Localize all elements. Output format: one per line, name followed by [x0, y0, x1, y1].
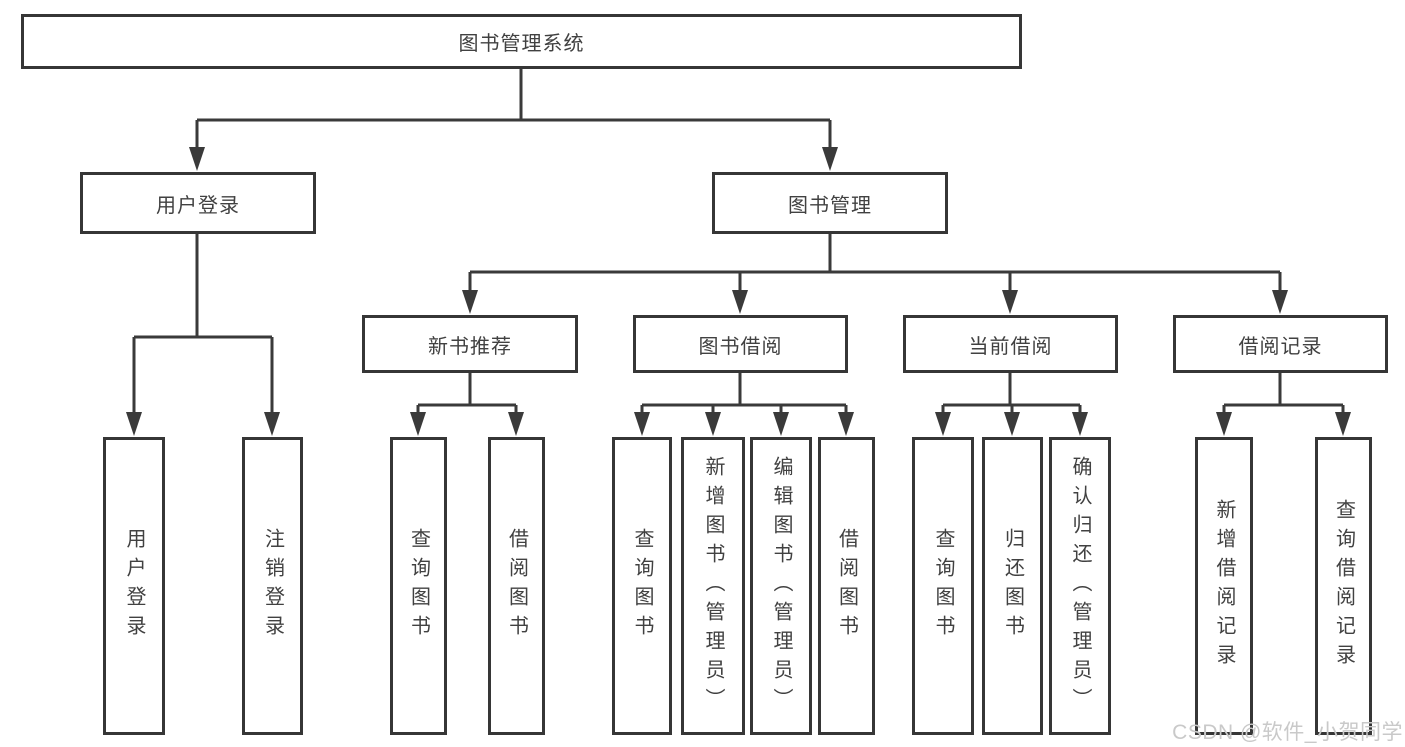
- node-label: 查询图书: [407, 528, 430, 644]
- leaf-borrow-books-recommend: 借阅图书: [488, 437, 545, 735]
- node-label: 用户登录: [123, 528, 145, 644]
- leaf-query-books-current: 查询图书: [912, 437, 974, 735]
- node-label: 新书推荐: [428, 335, 512, 358]
- node-label: 图书管理系统: [458, 33, 585, 55]
- leaf-query-books-borrowing: 查询图书: [612, 437, 672, 735]
- node-label: 用户登录: [156, 194, 240, 217]
- leaf-add-book-admin: 新增图书（管理员）: [681, 437, 745, 735]
- node-user-login: 用户登录: [80, 172, 316, 234]
- leaf-query-books-recommend: 查询图书: [390, 437, 447, 735]
- node-label: 注销登录: [261, 528, 284, 644]
- leaf-add-borrow-record: 新增借阅记录: [1195, 437, 1253, 735]
- node-label: 图书管理: [788, 194, 872, 217]
- node-label: 查询借阅记录: [1332, 499, 1355, 673]
- node-label: 图书借阅: [698, 335, 783, 358]
- node-label: 借阅图书: [505, 528, 528, 644]
- node-new-book-recommendation: 新书推荐: [362, 315, 578, 373]
- node-label: 编辑图书（管理员）: [770, 455, 792, 717]
- node-book-borrowing: 图书借阅: [633, 315, 848, 373]
- node-label: 查询图书: [631, 528, 653, 644]
- node-label: 查询图书: [932, 528, 954, 644]
- node-label: 借阅图书: [835, 528, 858, 644]
- leaf-logout: 注销登录: [242, 437, 303, 735]
- node-label: 确认归还（管理员）: [1069, 455, 1091, 717]
- leaf-edit-book-admin: 编辑图书（管理员）: [750, 437, 812, 735]
- node-library-management-system: 图书管理系统: [21, 14, 1022, 69]
- node-borrowing-records: 借阅记录: [1173, 315, 1388, 373]
- leaf-return-books: 归还图书: [982, 437, 1043, 735]
- node-book-management: 图书管理: [712, 172, 948, 234]
- node-label: 当前借阅: [968, 335, 1053, 358]
- node-label: 新增图书（管理员）: [702, 455, 724, 717]
- leaf-confirm-return-admin: 确认归还（管理员）: [1049, 437, 1111, 735]
- leaf-user-login: 用户登录: [103, 437, 165, 735]
- leaf-borrow-books-borrowing: 借阅图书: [818, 437, 875, 735]
- node-label: 归还图书: [1001, 528, 1024, 644]
- node-current-borrowing: 当前借阅: [903, 315, 1118, 373]
- node-label: 借阅记录: [1238, 335, 1323, 358]
- node-label: 新增借阅记录: [1213, 499, 1235, 673]
- leaf-query-borrow-record: 查询借阅记录: [1315, 437, 1372, 735]
